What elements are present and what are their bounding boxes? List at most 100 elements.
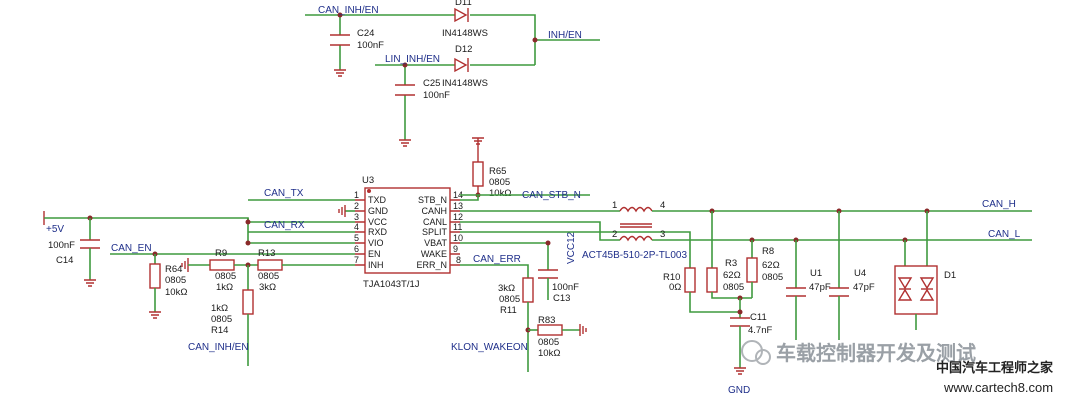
c14-ref: C14: [56, 255, 73, 266]
pin-13-num: 13: [453, 201, 463, 211]
r3-pkg: 0805: [723, 282, 744, 293]
choke-pin1: 1: [612, 200, 617, 211]
r13-value: 3kΩ: [259, 282, 276, 293]
net-can-stb-n: CAN_STB_N: [522, 190, 581, 201]
inh-diode-or-circuit: CAN_INH/EN LIN_INH/EN INH/EN D11 IN4148W…: [305, 0, 600, 147]
pin-6-num: 6: [354, 244, 359, 254]
r65-value: 10kΩ: [489, 188, 511, 199]
net-can-rx: CAN_RX: [264, 220, 305, 231]
watermark-site-cn: 中国汽车工程师之家: [936, 360, 1054, 376]
u3-part: TJA1043T/1J: [363, 279, 420, 290]
r64-pkg: 0805: [165, 275, 186, 286]
pin-5-num: 5: [354, 233, 359, 243]
c14-value: 100nF: [48, 240, 75, 251]
pin-10-name: VBAT: [424, 238, 447, 248]
net-can-l: CAN_L: [988, 229, 1021, 240]
pin-2-num: 2: [354, 201, 359, 211]
r8-value: 62Ω: [762, 260, 780, 271]
u3-transceiver: U3 TJA1043T/1J 1 2 3 4 5 6 7 TXD GND VCC…: [354, 175, 463, 290]
pin-2-name: GND: [368, 206, 389, 216]
pin-1-name: TXD: [368, 195, 387, 205]
pin-10-num: 10: [453, 233, 463, 243]
watermark-channel: 车载控制器开发及测试: [776, 341, 976, 365]
net-can-inh-en-top: CAN_INH/EN: [318, 5, 379, 16]
r9-ref: R9: [215, 248, 227, 259]
choke-pin2: 2: [612, 229, 617, 240]
c24-value: 100nF: [357, 40, 384, 51]
left-side-circuit: +5V CAN_TX CAN_RX CAN_EN CAN_INH/EN 100n…: [43, 188, 355, 366]
r11-pkg: 0805: [499, 294, 520, 305]
pin-11-name: SPLIT: [422, 227, 448, 237]
u1-value: 47pF: [809, 282, 831, 293]
u4-ref: U4: [854, 268, 866, 279]
pin-8-name: ERR_N: [416, 260, 447, 270]
pin-4-name: RXD: [368, 227, 388, 237]
pin-7-num: 7: [354, 255, 359, 265]
choke-pin3: 3: [660, 229, 665, 240]
r9-pkg: 0805: [215, 271, 236, 282]
r65-pkg: 0805: [489, 177, 510, 188]
d12-value: IN4148WS: [442, 78, 488, 89]
net-plus5v: +5V: [46, 224, 64, 235]
c11-ref: C11: [750, 312, 767, 323]
pin-12-name: CANL: [423, 217, 447, 227]
r83-pkg: 0805: [538, 337, 559, 348]
pin-11-num: 11: [453, 222, 462, 232]
net-can-tx: CAN_TX: [264, 188, 304, 199]
pin-6-name: EN: [368, 249, 381, 259]
r8-pkg: 0805: [762, 272, 783, 283]
r65-ref: R65: [489, 166, 506, 177]
d11-ref: D11: [455, 0, 472, 8]
r14-value: 1kΩ: [211, 303, 228, 314]
r10-ref: R10: [663, 272, 680, 283]
net-klon-wakeon: KLON_WAKEON: [451, 342, 528, 353]
net-inh-en: INH/EN: [548, 30, 582, 41]
r9-value: 1kΩ: [216, 282, 233, 293]
net-can-h: CAN_H: [982, 199, 1016, 210]
r3-ref: R3: [725, 258, 737, 269]
net-gnd: GND: [728, 385, 750, 396]
net-vcc12: VCC12: [566, 231, 577, 264]
pin-7-name: INH: [368, 260, 384, 270]
wechat-icon-bubble: [755, 349, 771, 365]
pin-9-num: 9: [453, 244, 458, 254]
pin-3-name: VCC: [368, 217, 388, 227]
d1-ref: D1: [944, 270, 956, 281]
pin-8-num: 8: [456, 255, 461, 265]
u3-ref: U3: [362, 175, 374, 186]
r11-ref: R11: [500, 305, 517, 316]
c25-ref: C25: [423, 78, 440, 89]
r3-value: 62Ω: [723, 270, 741, 281]
net-can-inh-en-bottom: CAN_INH/EN: [188, 342, 249, 353]
pin-14-name: STB_N: [418, 195, 447, 205]
r8-ref: R8: [762, 246, 774, 257]
r10-value: 0Ω: [669, 282, 681, 293]
u4-value: 47pF: [853, 282, 875, 293]
r65-resistor: R65 0805 10kΩ: [472, 137, 511, 199]
net-can-err: CAN_ERR: [473, 254, 521, 265]
choke-pin4: 4: [660, 200, 665, 211]
r64-ref: R64: [165, 264, 182, 275]
watermark: 车载控制器开发及测试 中国汽车工程师之家 www.cartech8.com: [741, 340, 1054, 395]
c25-value: 100nF: [423, 90, 450, 101]
net-can-en: CAN_EN: [111, 243, 152, 254]
r64-value: 10kΩ: [165, 287, 187, 298]
c11-value: 4.7nF: [748, 325, 772, 336]
r13-ref: R13: [258, 248, 275, 259]
pin-13-name: CANH: [421, 206, 447, 216]
can-bus-circuit: 1 2 4 3 ACT45B-510-2P-TL003 CAN_H CAN_L …: [460, 199, 1032, 396]
watermark-site-url: www.cartech8.com: [943, 380, 1053, 395]
r83-ref: R83: [538, 315, 555, 326]
pin-12-num: 12: [453, 212, 463, 222]
d11-value: IN4148WS: [442, 28, 488, 39]
d12-ref: D12: [455, 44, 472, 55]
r11-value: 3kΩ: [498, 283, 515, 294]
net-lin-inh-en: LIN_INH/EN: [385, 54, 440, 65]
pin-9-name: WAKE: [421, 249, 447, 259]
r14-ref: R14: [211, 325, 228, 336]
pin-5-name: VIO: [368, 238, 384, 248]
pin-4-num: 4: [354, 222, 359, 232]
r13-pkg: 0805: [258, 271, 279, 282]
pin-3-num: 3: [354, 212, 359, 222]
